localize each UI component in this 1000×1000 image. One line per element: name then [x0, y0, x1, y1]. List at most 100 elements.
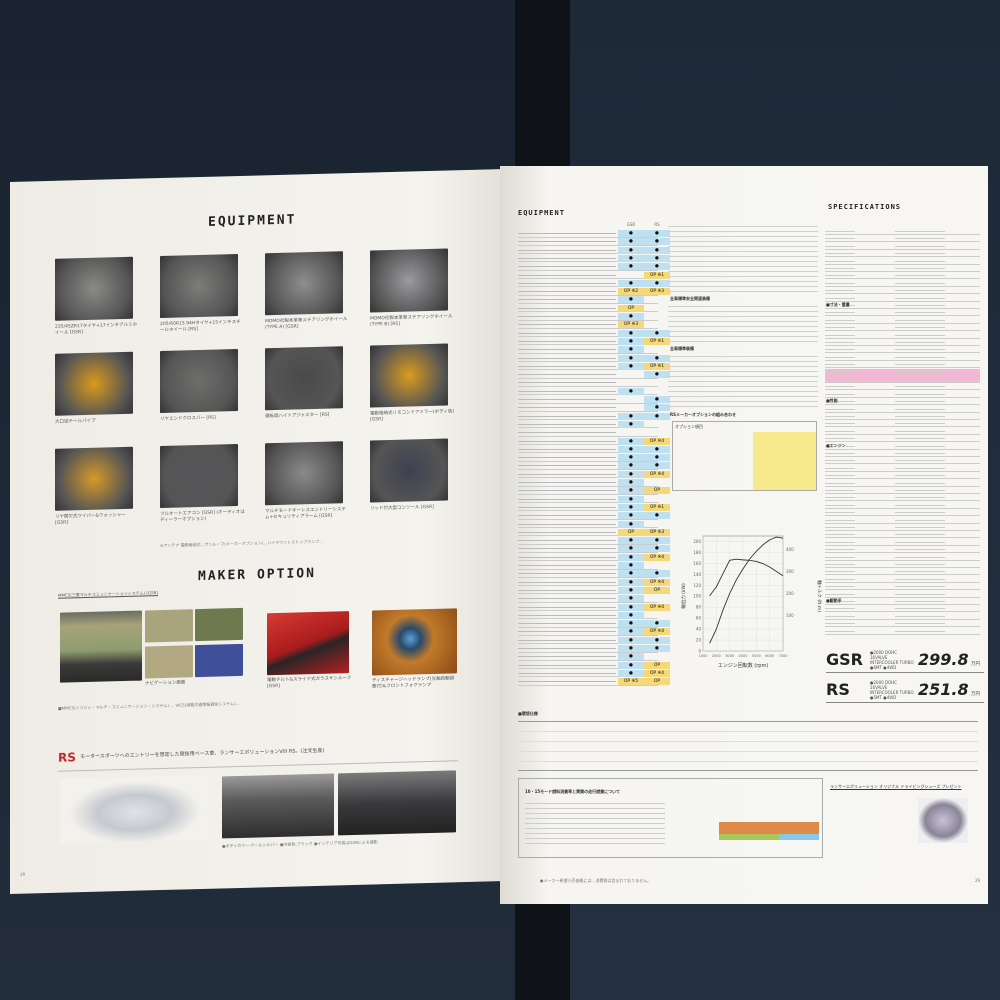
rs-cell: ● [644, 545, 670, 553]
y2-tick-label: 300 [786, 569, 794, 574]
row-label [518, 563, 616, 566]
gsr-cell: ● [618, 578, 644, 586]
fuel-heading: 10・15モード燃料消費率と実際の走行燃費について [525, 789, 621, 794]
table-row: ● [518, 611, 658, 620]
table-row: ●OP [518, 586, 670, 595]
equipment-photo [55, 351, 133, 416]
present-title: ランサーエボリューション オリジナル ドライビングシューズ プレゼント [830, 784, 962, 789]
rs-cell: OP ※1 [644, 337, 670, 345]
fuel-graph-band [779, 834, 819, 840]
spec-row [825, 420, 980, 428]
env-table [518, 721, 978, 771]
rs-cell [644, 379, 670, 386]
spec-row [825, 509, 980, 517]
rs-cell: OP ※4 [644, 437, 670, 445]
equipment-title: EQUIPMENT [208, 212, 297, 230]
rs-cell [644, 421, 670, 428]
spec-row [825, 487, 980, 494]
equipment-caption: 大口径テールパイプ [55, 418, 96, 425]
gsr-cell: ● [618, 254, 644, 262]
row-label [518, 580, 616, 583]
shoe-photo [918, 798, 968, 843]
table-row: ●OP ※4 [518, 553, 670, 562]
row-label [518, 646, 616, 649]
rs-cell [644, 305, 670, 312]
rs-cell [644, 313, 670, 320]
equipment-photo [160, 254, 238, 319]
y-tick-label: 200 [693, 539, 701, 544]
table-row: OP ※1 [518, 271, 670, 279]
spec-row [825, 443, 980, 450]
row-label [518, 322, 616, 326]
rs-col-header: RS [654, 222, 660, 227]
gsr-cell: ● [618, 246, 644, 254]
table-row: ●OP ※1 [518, 503, 670, 512]
row-label [518, 439, 616, 442]
rs-option-highlight [753, 432, 816, 490]
gsr-cell: ● [618, 603, 644, 611]
table-row: ●OP ※4 [518, 578, 670, 587]
x-tick-label: 1000 [699, 654, 708, 658]
table-row: ●● [518, 254, 670, 263]
table-row: ●OP ※4 [518, 628, 670, 636]
table-row: ● [518, 653, 658, 661]
row-label [518, 331, 616, 334]
gsr-cell: OP ※2 [618, 288, 644, 296]
row-label [518, 347, 616, 351]
equipment-photo [370, 343, 448, 408]
gsr-cell: ● [618, 329, 644, 337]
spec-row [825, 576, 980, 583]
y-tick-label: 160 [693, 561, 701, 566]
spec-row [825, 494, 980, 502]
gsr-cell: ● [618, 346, 644, 354]
standard-heading: 全車標準装備 [670, 346, 694, 351]
spec-row [825, 346, 980, 354]
table-row: ●● [518, 445, 670, 454]
gsr-cell: ● [618, 238, 644, 246]
equipment-photo [370, 248, 448, 313]
rs-cell: ● [644, 354, 670, 362]
spec-row [825, 561, 980, 568]
row-label [518, 356, 616, 359]
equipment-photo [265, 251, 343, 316]
rs-car-photo [60, 774, 210, 844]
table-row: ● [518, 313, 658, 321]
rs-cell: OP [644, 586, 670, 594]
table-row: OP ※3 [518, 321, 658, 329]
table-row: ●● [518, 279, 670, 288]
table-row: ●OP ※1 [518, 362, 670, 371]
row-label [518, 663, 616, 666]
row-label [518, 264, 616, 268]
rs-cell: OP ※4 [644, 603, 670, 611]
table-row: ● [518, 562, 658, 570]
gsr-cell: ● [618, 570, 644, 578]
spec-row [825, 280, 980, 287]
gsr-cell: OP [618, 304, 644, 312]
row-label [518, 538, 616, 542]
rs-cell: ● [644, 412, 670, 420]
fuel-graph-band [719, 834, 779, 840]
equipment-photo [55, 256, 133, 321]
gsr-cell: ● [618, 479, 644, 486]
x-tick-label: 2000 [712, 654, 721, 658]
equipment-caption: 電動格納式リモコンドアミラー(ボディ色) [GSR] [370, 409, 455, 423]
table-row: ● [518, 387, 658, 396]
rs-cell: ● [644, 570, 670, 578]
table-row: ●● [518, 246, 670, 255]
gsr-cell: ● [618, 263, 644, 271]
nav-screen-photo [195, 643, 243, 678]
fuel-text [525, 799, 665, 847]
y-tick-label: 140 [693, 572, 701, 577]
equipment-caption: フルオートエアコン [GSR] (オーディオはディーラーオプション) [160, 509, 245, 524]
price-value: 299.8 [918, 650, 969, 669]
row-label [518, 546, 616, 550]
y-tick-label: 180 [693, 550, 701, 555]
row-label [518, 405, 616, 409]
spec-row [825, 546, 980, 554]
equipment-caption: 235/45ZR17タイヤ+17インチアルミホイール [GSR] [55, 322, 138, 336]
torque-line [709, 558, 784, 596]
spec-row [825, 361, 980, 369]
rs-cell [644, 496, 670, 503]
equipment-photo [265, 441, 343, 506]
spec-row [825, 324, 980, 332]
